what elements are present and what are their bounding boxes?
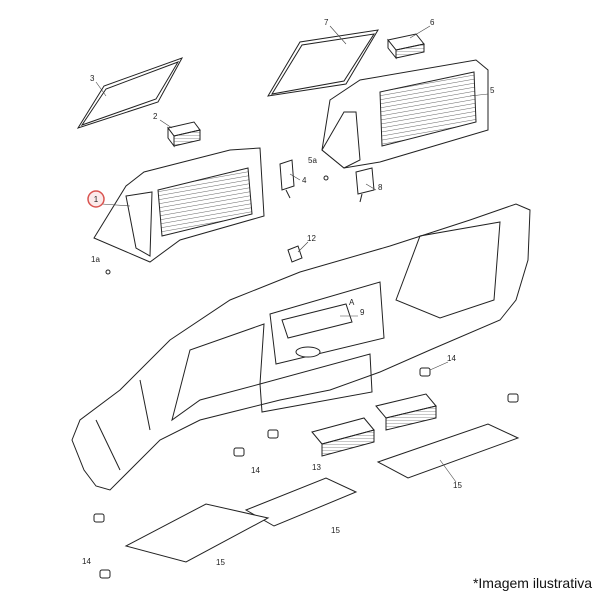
module-6 bbox=[387, 33, 425, 60]
panel-15 bbox=[124, 423, 520, 563]
module-2 bbox=[167, 121, 201, 148]
highlighted-callout-ring bbox=[87, 190, 105, 208]
callout-A[interactable]: A bbox=[349, 298, 355, 307]
callout-15[interactable]: 15 bbox=[453, 481, 462, 490]
callout-15[interactable]: 15 bbox=[216, 558, 225, 567]
callout-8[interactable]: 8 bbox=[378, 183, 383, 192]
callout-12[interactable]: 12 bbox=[307, 234, 316, 243]
instrument-panel-frame bbox=[71, 203, 531, 491]
callout-5[interactable]: 5 bbox=[490, 86, 495, 95]
vent-13 bbox=[311, 393, 437, 457]
callout-14[interactable]: 14 bbox=[251, 466, 260, 475]
panel-7 bbox=[267, 29, 379, 97]
callout-14[interactable]: 14 bbox=[447, 354, 456, 363]
callout-15[interactable]: 15 bbox=[331, 526, 340, 535]
callout-1[interactable]: 1 bbox=[94, 195, 99, 204]
callout-13[interactable]: 13 bbox=[312, 463, 321, 472]
callout-7[interactable]: 7 bbox=[324, 18, 329, 27]
callout-5a[interactable]: 5a bbox=[308, 156, 317, 165]
illustrative-image-note: *Imagem ilustrativa bbox=[473, 575, 592, 591]
panel-3 bbox=[76, 57, 184, 129]
callout-6[interactable]: 6 bbox=[430, 18, 435, 27]
callout-9[interactable]: 9 bbox=[360, 308, 365, 317]
screw-1a bbox=[105, 269, 111, 275]
bracket-4 bbox=[279, 159, 295, 199]
clip-14 bbox=[93, 367, 519, 579]
vent-module-1 bbox=[93, 147, 265, 263]
callout-1a[interactable]: 1a bbox=[91, 255, 100, 264]
callout-3[interactable]: 3 bbox=[90, 74, 95, 83]
callout-14[interactable]: 14 bbox=[82, 557, 91, 566]
screw-5a bbox=[323, 175, 329, 181]
callout-2[interactable]: 2 bbox=[153, 112, 158, 121]
bracket-8 bbox=[355, 167, 375, 203]
leader-lines bbox=[95, 25, 489, 483]
vent-module-5 bbox=[321, 59, 489, 169]
clip-12 bbox=[287, 245, 303, 263]
callout-4[interactable]: 4 bbox=[302, 176, 307, 185]
